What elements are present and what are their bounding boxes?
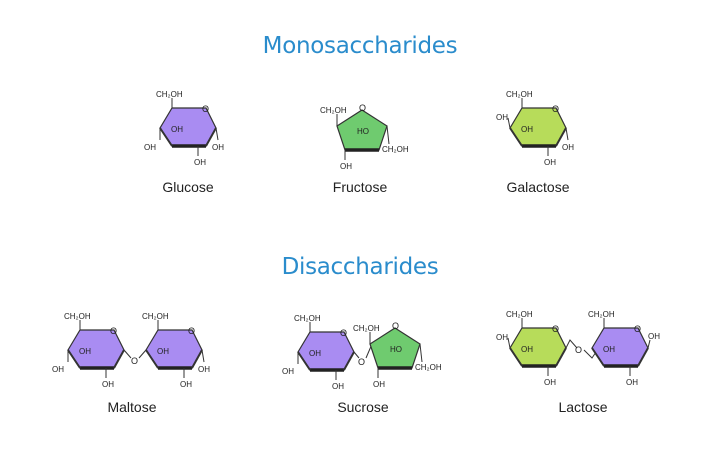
svg-text:O: O (552, 324, 559, 334)
svg-text:CH₂OH: CH₂OH (64, 312, 91, 321)
svg-text:OH: OH (496, 113, 508, 122)
disaccharides-title: Disaccharides (281, 254, 439, 280)
svg-text:O: O (110, 326, 117, 336)
galactose-structure: CH₂OH O OH OH OH OH (496, 90, 574, 167)
svg-text:CH₂OH: CH₂OH (506, 310, 533, 319)
svg-text:OH: OH (496, 333, 508, 342)
svg-text:OH: OH (171, 125, 183, 134)
svg-text:OH: OH (198, 365, 210, 374)
svg-text:OH: OH (648, 332, 660, 341)
svg-text:O: O (340, 328, 347, 338)
svg-text:OH: OH (157, 347, 169, 356)
svg-text:CH₂OH: CH₂OH (320, 106, 347, 115)
svg-text:OH: OH (309, 349, 321, 358)
svg-text:OH: OH (544, 158, 556, 167)
svg-text:OH: OH (212, 143, 224, 152)
svg-text:O: O (392, 321, 399, 331)
svg-text:CH₂OH: CH₂OH (142, 312, 169, 321)
svg-text:OH: OH (180, 380, 192, 389)
svg-text:CH₂OH: CH₂OH (588, 310, 615, 319)
glucose-label: Glucose (162, 179, 214, 195)
svg-text:CH₂OH: CH₂OH (156, 90, 183, 99)
svg-text:OH: OH (144, 143, 156, 152)
svg-text:OH: OH (79, 347, 91, 356)
svg-text:OH: OH (332, 382, 344, 391)
svg-text:CH₂OH: CH₂OH (415, 363, 442, 372)
svg-text:CH₂OH: CH₂OH (506, 90, 533, 99)
svg-text:HO: HO (357, 127, 369, 136)
svg-text:O: O (188, 326, 195, 336)
svg-text:OH: OH (194, 158, 206, 167)
svg-text:OH: OH (102, 380, 114, 389)
svg-text:OH: OH (282, 367, 294, 376)
svg-text:OH: OH (603, 345, 615, 354)
svg-text:CH₂OH: CH₂OH (382, 145, 409, 154)
svg-text:OH: OH (340, 162, 352, 171)
fructose-label: Fructose (332, 179, 388, 195)
svg-text:O: O (634, 324, 641, 334)
svg-text:CH₂OH: CH₂OH (353, 324, 380, 333)
lactose-structure: CH₂OH O OH OH OH O CH₂OH O OH OH OH (496, 310, 660, 387)
svg-text:OH: OH (562, 143, 574, 152)
monosaccharides-title: Monosaccharides (262, 33, 458, 59)
svg-text:OH: OH (626, 378, 638, 387)
glucose-structure: CH₂OH O OH OH OH OH (144, 90, 224, 167)
svg-text:O: O (358, 357, 365, 367)
svg-text:CH₂OH: CH₂OH (294, 314, 321, 323)
lactose-label: Lactose (558, 399, 608, 415)
maltose-label: Maltose (107, 399, 157, 415)
galactose-label: Galactose (506, 179, 570, 195)
svg-text:OH: OH (373, 380, 385, 389)
svg-text:OH: OH (52, 365, 64, 374)
svg-text:HO: HO (390, 345, 402, 354)
svg-text:O: O (131, 356, 138, 366)
svg-text:O: O (575, 345, 582, 355)
fructose-structure: CH₂OH O HO CH₂OH OH (320, 103, 409, 171)
svg-text:OH: OH (544, 378, 556, 387)
svg-text:O: O (359, 103, 366, 113)
maltose-structure: CH₂OH O OH OH OH O CH₂OH O OH OH OH (52, 312, 210, 389)
svg-text:OH: OH (521, 345, 533, 354)
sucrose-label: Sucrose (337, 399, 389, 415)
svg-text:O: O (552, 104, 559, 114)
svg-text:O: O (202, 104, 209, 114)
sucrose-structure: CH₂OH O OH OH OH O CH₂OH O HO CH₂OH OH (282, 314, 442, 391)
svg-text:OH: OH (521, 125, 533, 134)
